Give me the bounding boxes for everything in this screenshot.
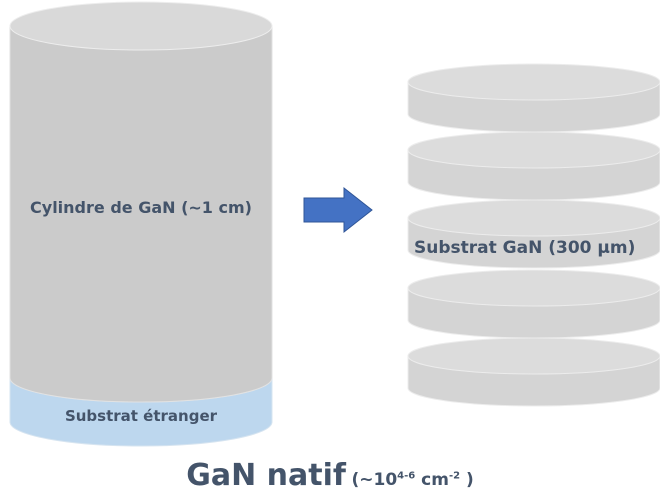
density-unit-exponent: -2	[448, 470, 461, 482]
wafer	[407, 131, 660, 201]
wafer	[407, 269, 660, 339]
cylinder-label: Cylindre de GaN (~1 cm)	[30, 198, 252, 217]
foreign-substrate-label: Substrat étranger	[64, 407, 218, 425]
right-arrow-icon	[303, 186, 373, 234]
defect-density: (~104-6 cm-2 )	[352, 470, 474, 490]
density-exponent: 4-6	[397, 470, 416, 482]
density-prefix: (~10	[351, 470, 398, 490]
footer-caption: GaN natif (~104-6 cm-2 )	[0, 458, 660, 493]
gan-cylinder	[9, 1, 273, 447]
gan-cylinder-body	[9, 25, 273, 403]
wafer-label: Substrat GaN (300 µm)	[414, 238, 636, 258]
density-unit: cm	[415, 470, 449, 490]
density-suffix: )	[460, 470, 474, 490]
gan-cylinder-top	[9, 1, 273, 51]
wafer	[407, 63, 660, 133]
wafer	[407, 199, 660, 269]
wafer-stack	[407, 63, 660, 407]
wafer	[407, 337, 660, 407]
footer-title: GaN natif	[186, 458, 346, 493]
